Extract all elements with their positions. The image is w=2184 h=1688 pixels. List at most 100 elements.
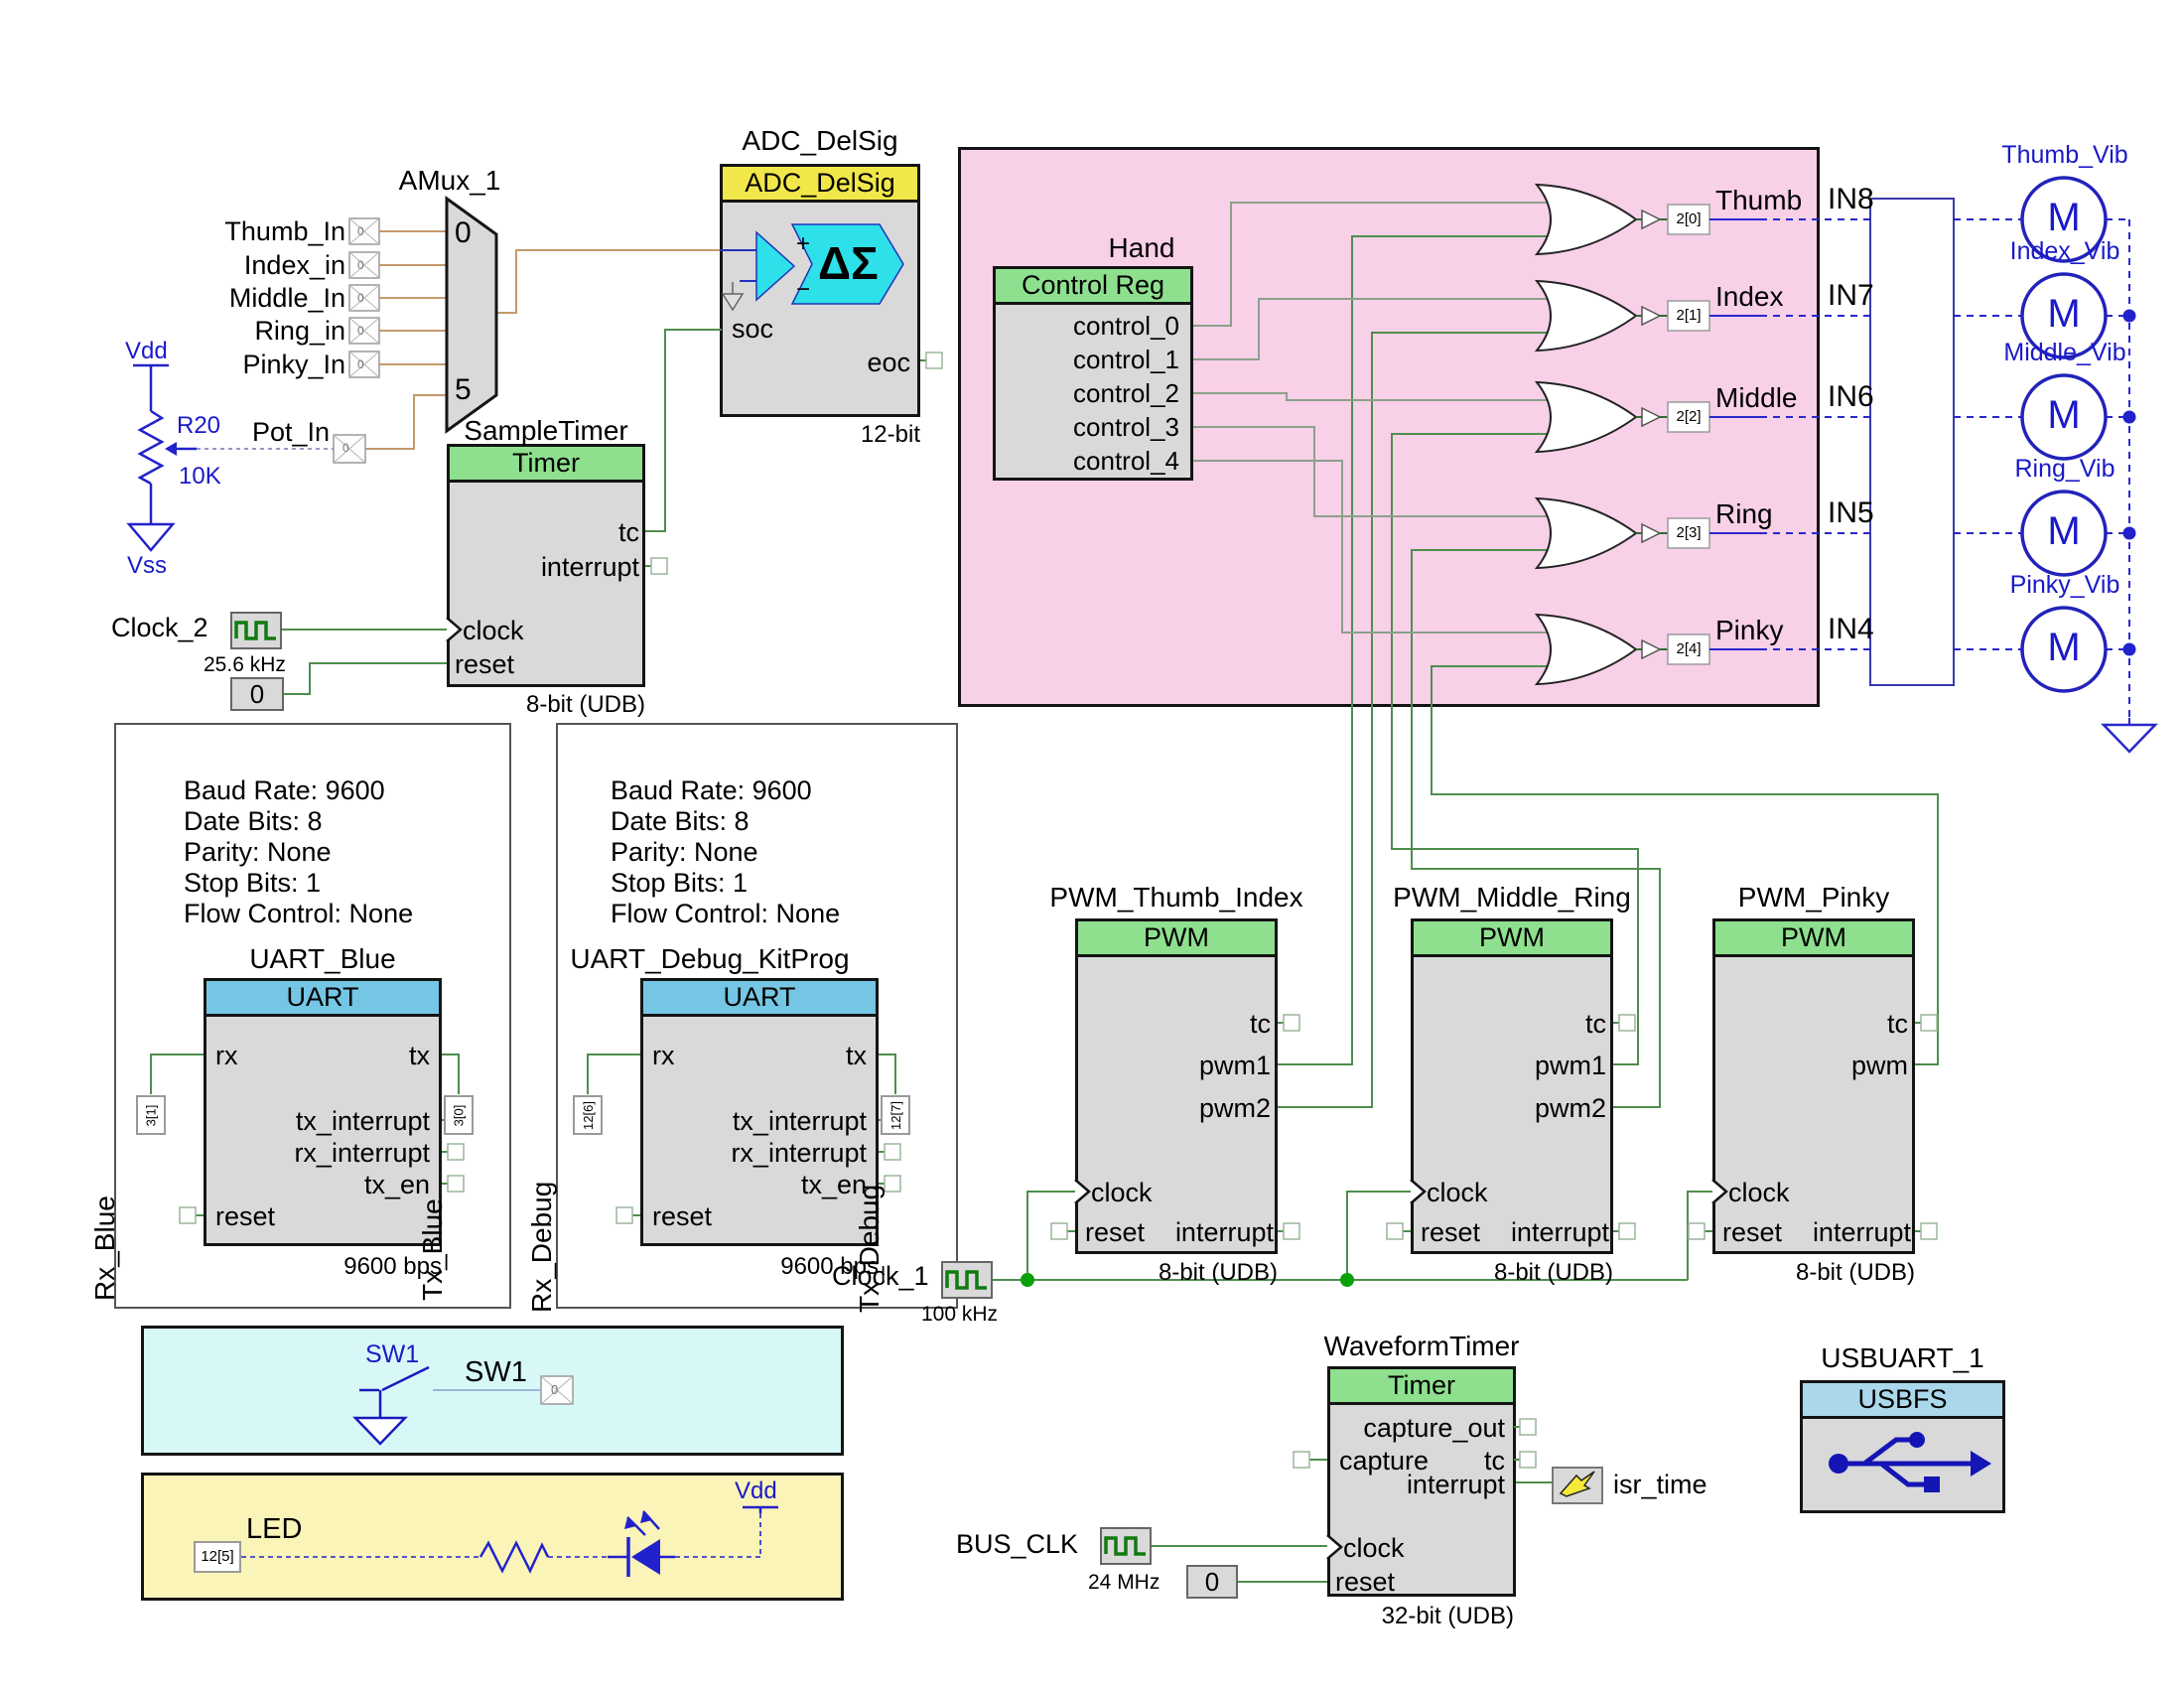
st-tc: tc xyxy=(617,517,639,547)
tx-debug-pin-terminal[interactable]: 12[7] xyxy=(881,1095,910,1135)
pwm-middle-ring-block[interactable]: PWM xyxy=(1411,918,1613,1254)
pc-bits: 8-bit (UDB) xyxy=(1795,1259,1915,1286)
finger-pin-terminal-boxes[interactable] xyxy=(1667,204,1710,665)
in-label-4: IN4 xyxy=(1828,613,1874,645)
lightning-icon xyxy=(1559,1471,1595,1497)
led-pin-terminal[interactable]: 12[5] xyxy=(194,1541,241,1573)
finger-pin-4: 2[4] xyxy=(1676,640,1702,657)
clock2-reset-constant[interactable]: 0 xyxy=(230,677,284,711)
adc-sigma: ΔΣ xyxy=(818,237,879,289)
pb-pwm1: pwm1 xyxy=(1534,1051,1606,1080)
uartblue-config-bits: Date Bits: 8 xyxy=(184,806,323,836)
vib-label-4: Pinky_Vib xyxy=(2009,571,2120,599)
pc-interrupt: interrupt xyxy=(1812,1217,1911,1247)
finger-label-2: Middle xyxy=(1715,382,1798,413)
pwm-pinky-block[interactable]: PWM xyxy=(1712,918,1915,1254)
ud-reset: reset xyxy=(652,1201,713,1231)
control-reg-block[interactable]: Control Reg xyxy=(993,266,1193,481)
sw1-net-label: SW1 xyxy=(365,1340,420,1368)
pwm-thumb-index-block[interactable]: PWM xyxy=(1075,918,1278,1254)
ub-rxint: rx_interrupt xyxy=(294,1138,430,1168)
pb-clock: clock xyxy=(1427,1178,1488,1207)
ub-footer: 9600 bps xyxy=(343,1253,442,1280)
uart-blue-block[interactable]: UART xyxy=(204,978,442,1246)
sample-timer-block[interactable]: Timer xyxy=(447,444,645,687)
ud-txint: tx_interrupt xyxy=(732,1106,867,1136)
pa-clock: clock xyxy=(1091,1178,1153,1207)
tx-blue-label: Tx_Blue xyxy=(417,1198,448,1301)
uartdbg-config-baud: Baud Rate: 9600 xyxy=(611,775,812,805)
uartdbg-config-stop: Stop Bits: 1 xyxy=(611,868,749,898)
pc-clock: clock xyxy=(1728,1178,1790,1207)
amux-sel-bottom: 5 xyxy=(455,373,472,406)
motor-letter-1: M xyxy=(2047,292,2081,336)
vib-label-2: Middle_Vib xyxy=(2003,339,2126,366)
gate-output-stubs xyxy=(1636,218,1668,650)
tx-blue-pin-terminal[interactable]: 3[0] xyxy=(444,1095,474,1135)
usbfs-block[interactable]: USBFS xyxy=(1800,1380,2005,1513)
ub-txint: tx_interrupt xyxy=(295,1106,430,1136)
uart-blue-header: UART xyxy=(206,981,439,1017)
wt-bits: 32-bit (UDB) xyxy=(1381,1603,1514,1629)
or-gates[interactable] xyxy=(1534,183,1638,686)
control-0: control_0 xyxy=(1073,311,1179,341)
in-label-1: IN7 xyxy=(1828,279,1874,312)
input-label-ring: Ring_in xyxy=(254,316,345,346)
adc-soc: soc xyxy=(732,314,774,344)
pwm-b-title: PWM_Middle_Ring xyxy=(1393,882,1631,913)
st-interrupt: interrupt xyxy=(540,552,639,582)
uartblue-config-stop: Stop Bits: 1 xyxy=(184,868,322,898)
finger-label-1: Index xyxy=(1715,281,1784,312)
vib-label-1: Index_Vib xyxy=(2009,237,2120,265)
uart-debug-block[interactable]: UART xyxy=(640,978,879,1246)
rx-debug-pin-terminal[interactable]: 12[6] xyxy=(573,1095,603,1135)
vib-label-0: Thumb_Vib xyxy=(2001,141,2128,169)
terminal-zero: 0 xyxy=(357,324,364,338)
pb-bits: 8-bit (UDB) xyxy=(1493,1259,1613,1286)
rx-blue-pin-terminal[interactable]: 3[1] xyxy=(136,1095,166,1135)
rx-debug-label: Rx_Debug xyxy=(526,1181,557,1313)
terminal-zero: 0 xyxy=(357,357,364,371)
amux-title: AMux_1 xyxy=(398,165,501,196)
wt-interrupt: interrupt xyxy=(1406,1470,1505,1499)
in-label-3: IN5 xyxy=(1828,496,1874,529)
st-reset: reset xyxy=(455,649,515,679)
vss-label: Vss xyxy=(127,552,168,579)
terminal-cross-lines xyxy=(333,217,574,1405)
clock2-freq: 25.6 kHz xyxy=(204,653,286,676)
busclk-reset-constant[interactable]: 0 xyxy=(1186,1565,1238,1599)
finger-label-3: Ring xyxy=(1715,498,1773,529)
ub-reset: reset xyxy=(215,1201,276,1231)
pwm-b-header: PWM xyxy=(1414,921,1610,957)
r20-label: R20 xyxy=(177,412,221,439)
uart-blue-title: UART_Blue xyxy=(249,943,396,974)
pa-pwm1: pwm1 xyxy=(1198,1051,1271,1080)
sw1-label: SW1 xyxy=(465,1356,527,1388)
delta-sigma-icon xyxy=(720,223,904,312)
vdd-label: Vdd xyxy=(125,338,168,364)
busclk-freq: 24 MHz xyxy=(1088,1571,1160,1594)
terminal-zero: 0 xyxy=(342,441,349,455)
switch-symbol[interactable] xyxy=(352,1365,430,1446)
amux-sel-top: 0 xyxy=(455,216,472,249)
in-label-2: IN6 xyxy=(1828,380,1874,413)
adc-header: ADC_DelSig xyxy=(723,167,917,203)
pb-tc: tc xyxy=(1584,1009,1606,1039)
vibration-motors[interactable] xyxy=(2020,176,2108,693)
motor-connector[interactable] xyxy=(1869,198,1955,686)
amux-symbol[interactable] xyxy=(445,196,498,434)
finger-pin-0: 2[0] xyxy=(1676,211,1702,227)
led-label: LED xyxy=(246,1513,303,1545)
uartdbg-config-parity: Parity: None xyxy=(611,837,758,867)
potentiometer-symbol[interactable] xyxy=(126,363,197,552)
waveform-timer-block[interactable]: Timer xyxy=(1327,1366,1516,1597)
pa-bits: 8-bit (UDB) xyxy=(1158,1259,1278,1286)
uartblue-config-parity: Parity: None xyxy=(184,837,332,867)
motor-letter-2: M xyxy=(2047,393,2081,437)
control-wires xyxy=(1193,202,1547,633)
control-reg-header: Control Reg xyxy=(996,269,1190,305)
isr-time-component[interactable] xyxy=(1552,1467,1603,1504)
r20-value: 10K xyxy=(179,463,221,490)
